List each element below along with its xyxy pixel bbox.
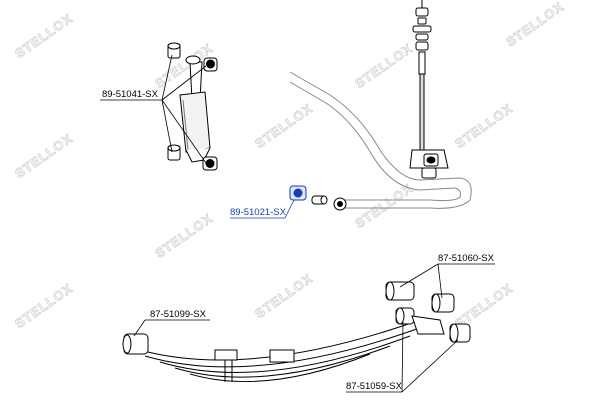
callout-shackle-upper: 87-51060-SX: [399, 253, 495, 299]
stabilizer-bar: [289, 71, 472, 209]
watermark-layer: STELLOX STELLOX STELLOX STELLOX STELLOX …: [12, 0, 567, 332]
callout-shock-bushings: 89-51041-SX: [100, 54, 207, 164]
watermark-text: STELLOX: [352, 40, 415, 91]
callout-stabilizer-bushing: 89-51021-SX: [230, 199, 295, 219]
stabilizer-bushing: [289, 185, 307, 201]
watermark-text: STELLOX: [12, 10, 75, 61]
watermark-text: STELLOX: [452, 100, 515, 151]
watermark-text: STELLOX: [252, 270, 315, 321]
watermark-text: STELLOX: [352, 180, 415, 231]
watermark-text: STELLOX: [12, 280, 75, 331]
stabilizer-end: [333, 197, 347, 211]
callout-spring-eye-bushing: 87-51099-SX: [133, 309, 210, 337]
watermark-text: STELLOX: [12, 130, 75, 181]
watermark-text: STELLOX: [252, 100, 315, 151]
stabilizer-link: [409, 0, 449, 179]
sleeve-icon: [311, 195, 328, 205]
part-number-label[interactable]: 87-51099-SX: [150, 309, 207, 320]
watermark-text: STELLOX: [503, 0, 566, 49]
part-number-label[interactable]: 89-51021-SX: [230, 207, 287, 218]
spring-eye-bushing: [122, 333, 149, 355]
part-number-label[interactable]: 87-51060-SX: [438, 253, 495, 264]
callout-shackle-lower: 87-51059-SX: [346, 321, 459, 393]
watermark-text: STELLOX: [152, 210, 215, 261]
part-number-label[interactable]: 89-51041-SX: [102, 89, 159, 100]
part-number-label[interactable]: 87-51059-SX: [346, 381, 403, 392]
leaf-spring: [139, 319, 426, 383]
shackle-bushings: [385, 281, 471, 343]
